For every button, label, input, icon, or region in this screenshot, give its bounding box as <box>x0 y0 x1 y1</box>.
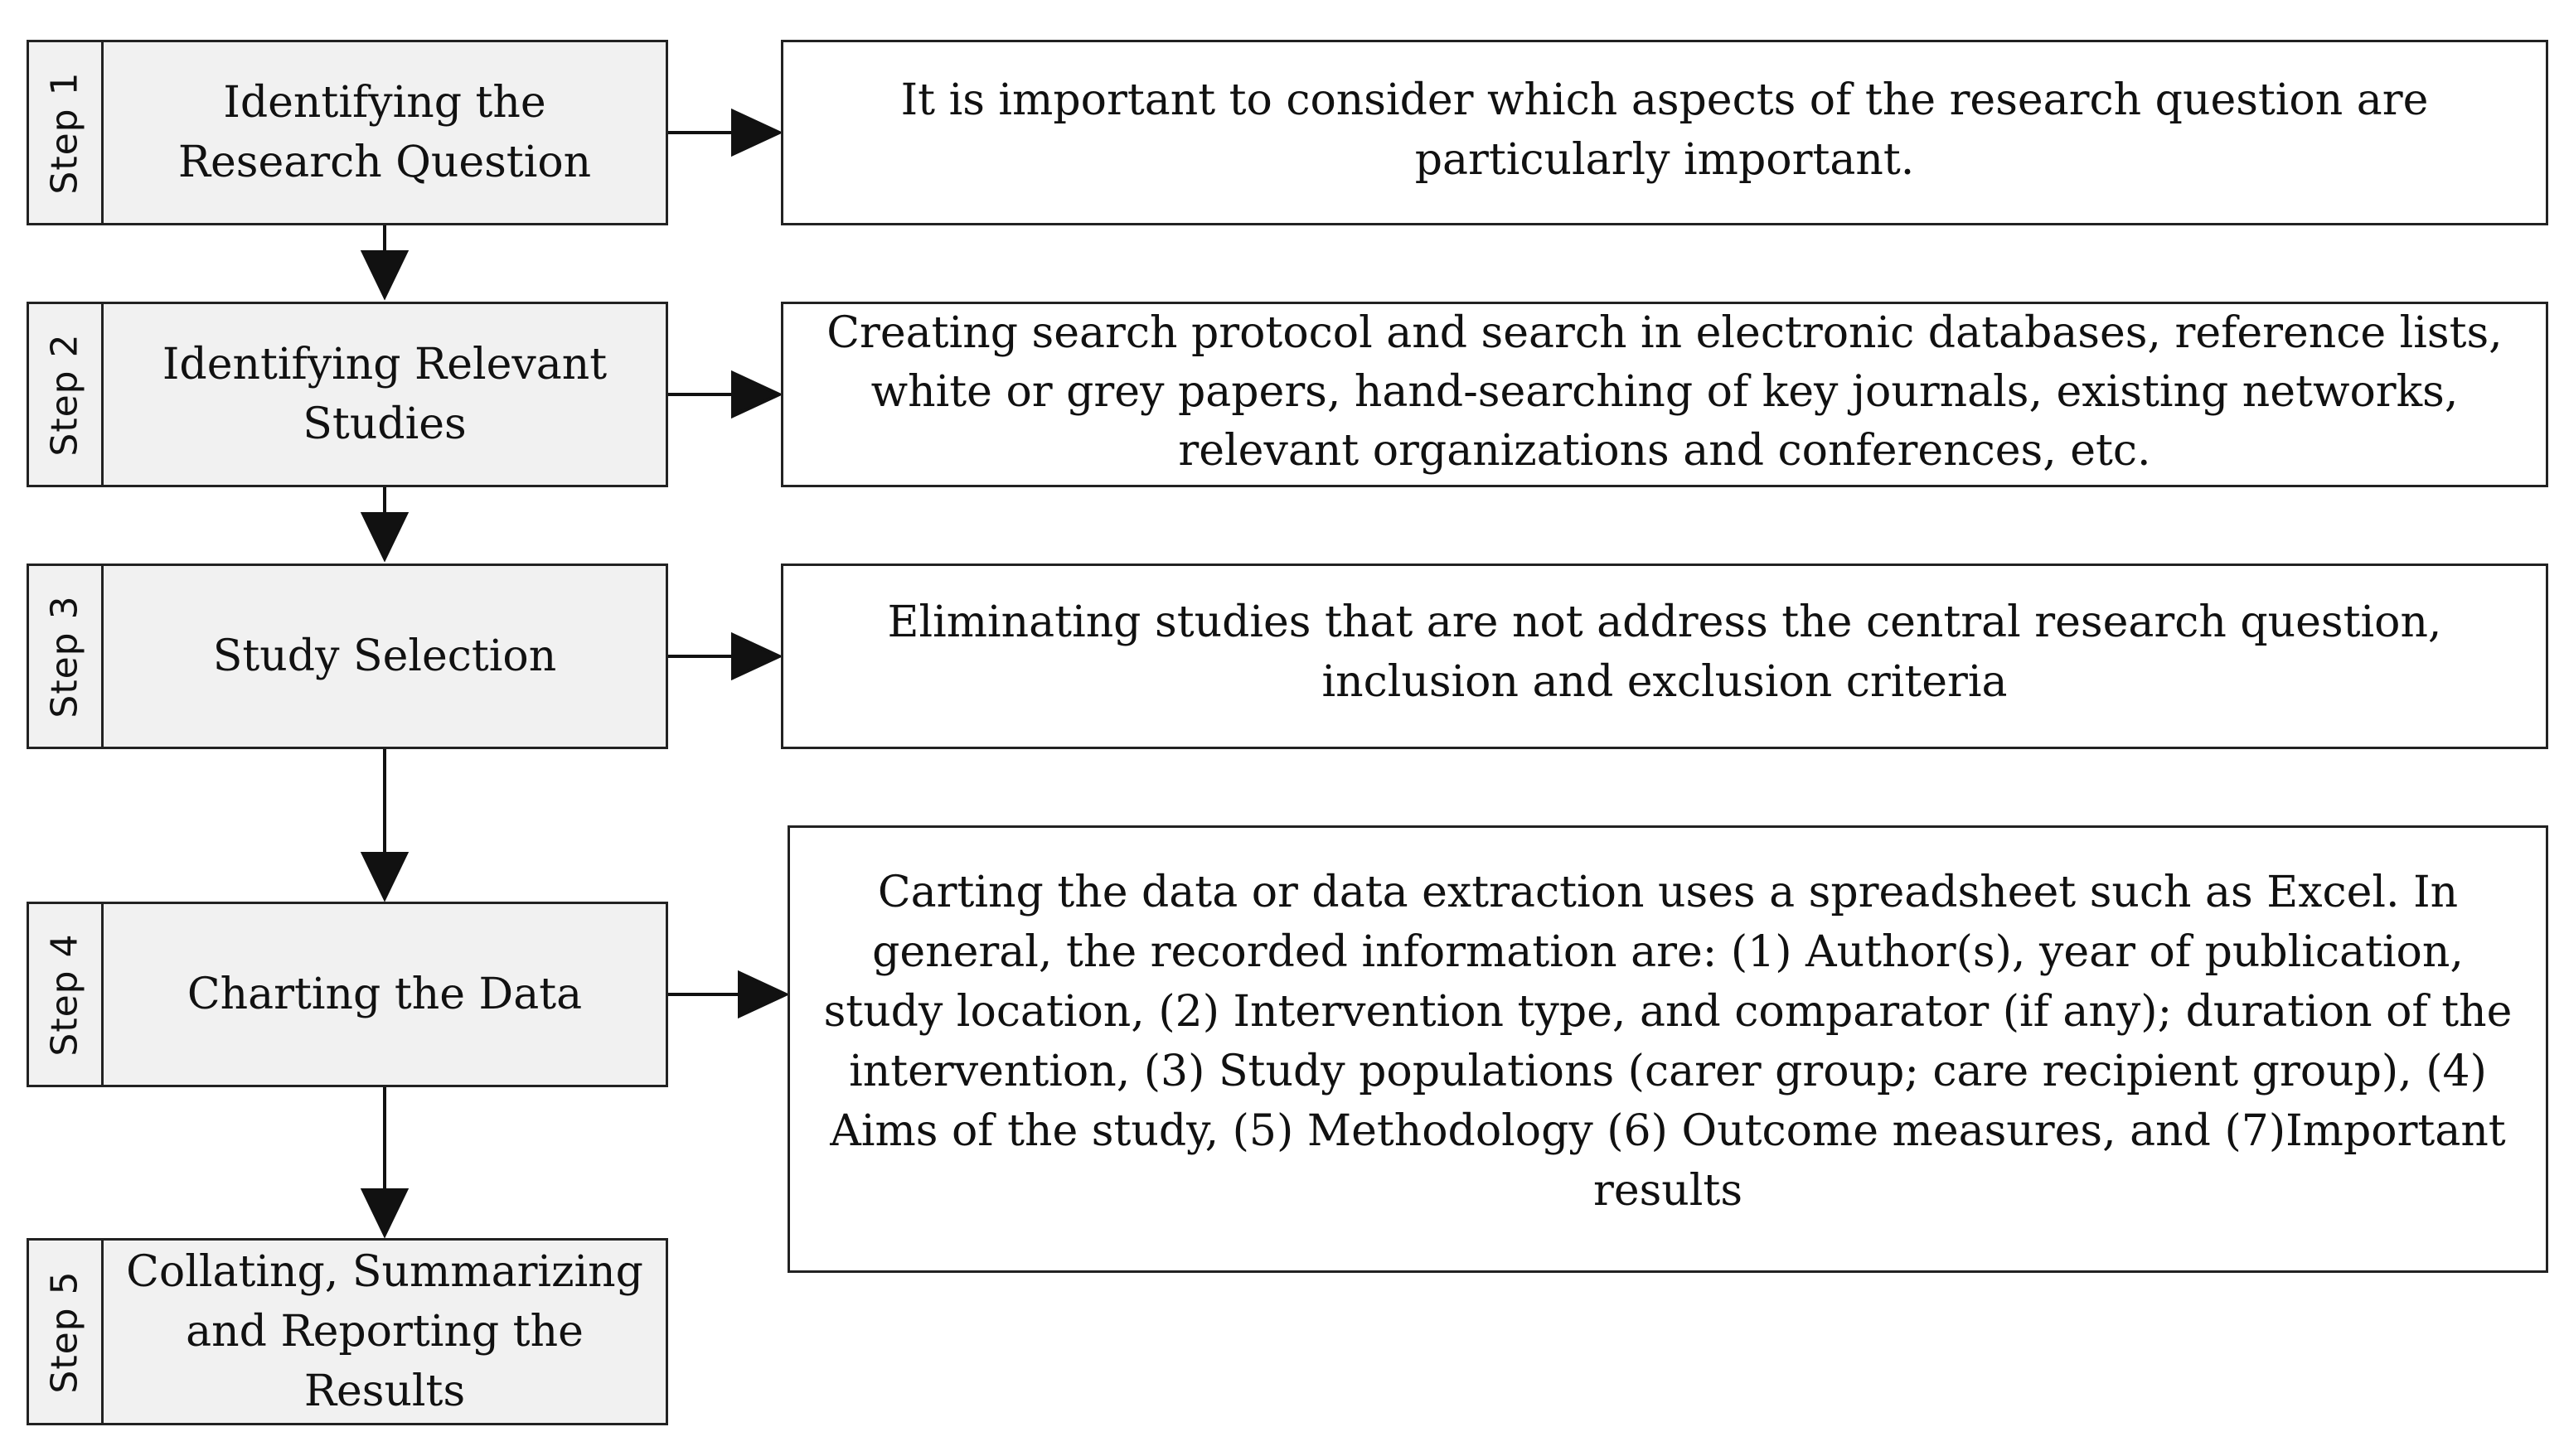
step-2-box: Step 2 Identifying Relevant Studies <box>27 302 668 487</box>
arrowhead-step4-to-step5 <box>360 1188 410 1239</box>
step-4-title: Charting the Data <box>187 970 583 1019</box>
step-4-tab-label: Step 4 <box>44 932 87 1057</box>
step-1-tab-label: Step 1 <box>44 70 87 195</box>
arrowhead-step4-to-description <box>738 970 790 1019</box>
arrowhead-step1-to-step2 <box>360 250 410 301</box>
arrowhead-step2-to-description <box>731 370 783 419</box>
step-3-box: Step 3 Study Selection <box>27 564 668 749</box>
step-5-tab-label: Step 5 <box>44 1270 87 1394</box>
arrowhead-step3-to-step4 <box>360 852 410 902</box>
step-1-title: Identifying the Research Question <box>177 78 592 187</box>
step-3-description: Eliminating studies that are not address… <box>781 564 2548 749</box>
step-5-tab: Step 5 <box>29 1241 104 1423</box>
step-3-tab: Step 3 <box>29 566 104 747</box>
arrowhead-step3-to-description <box>731 631 783 681</box>
step-1-box: Step 1 Identifying the Research Question <box>27 40 668 225</box>
arrowhead-step1-to-description <box>731 108 783 157</box>
step-1-tab: Step 1 <box>29 42 104 223</box>
arrowhead-step2-to-step3 <box>360 512 410 563</box>
step-2-tab: Step 2 <box>29 304 104 485</box>
step-2-tab-label: Step 2 <box>44 332 87 457</box>
step-4-box: Step 4 Charting the Data <box>27 902 668 1087</box>
step-3-title: Study Selection <box>212 631 557 681</box>
step-3-tab-label: Step 3 <box>44 594 87 718</box>
step-5-title: Collating, Summarizing and Reporting the… <box>126 1247 643 1416</box>
step-2-title: Identifying Relevant Studies <box>162 340 608 449</box>
step-4-tab: Step 4 <box>29 904 104 1085</box>
step-2-description: Creating search protocol and search in e… <box>781 302 2548 487</box>
step-1-description: It is important to consider which aspect… <box>781 40 2548 225</box>
step-5-box: Step 5 Collating, Summarizing and Report… <box>27 1238 668 1425</box>
step-4-description: Carting the data or data extraction uses… <box>788 825 2548 1273</box>
